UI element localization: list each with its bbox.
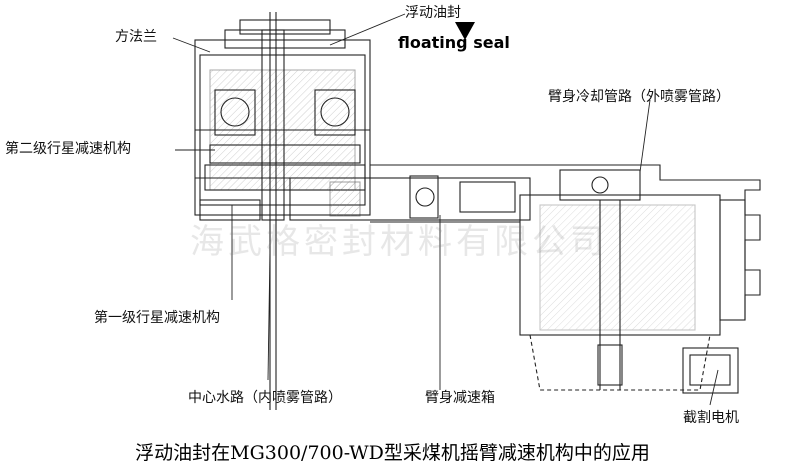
- label-fangfalan: 方法兰: [115, 29, 157, 45]
- leader-lines: [172, 13, 719, 406]
- label-center-water: 中心水路（内喷雾管路）: [188, 390, 342, 406]
- label-floating-seal-en: floating seal: [398, 33, 510, 52]
- arm-gearbox-body: [199, 164, 720, 223]
- watermark: 海武格密封材料有限公司: [190, 222, 608, 262]
- label-cutting-motor: 截割电机: [683, 410, 739, 426]
- motor-housing: [519, 179, 761, 394]
- label-second-stage: 第二级行星减速机构: [5, 141, 131, 157]
- label-floating-seal-cn: 浮动油封: [405, 5, 461, 21]
- label-first-stage: 第一级行星减速机构: [94, 310, 220, 326]
- arrow-icon: [455, 22, 475, 40]
- figure-caption: 浮动油封在MG300/700-WD型采煤机摇臂减速机构中的应用: [135, 442, 650, 464]
- central-water-shaft: [261, 12, 285, 410]
- label-arm-cooling: 臂身冷却管路（外喷雾管路）: [548, 89, 730, 105]
- label-arm-gearbox: 臂身减速箱: [425, 390, 495, 406]
- upper-planetary-housing: [194, 19, 371, 216]
